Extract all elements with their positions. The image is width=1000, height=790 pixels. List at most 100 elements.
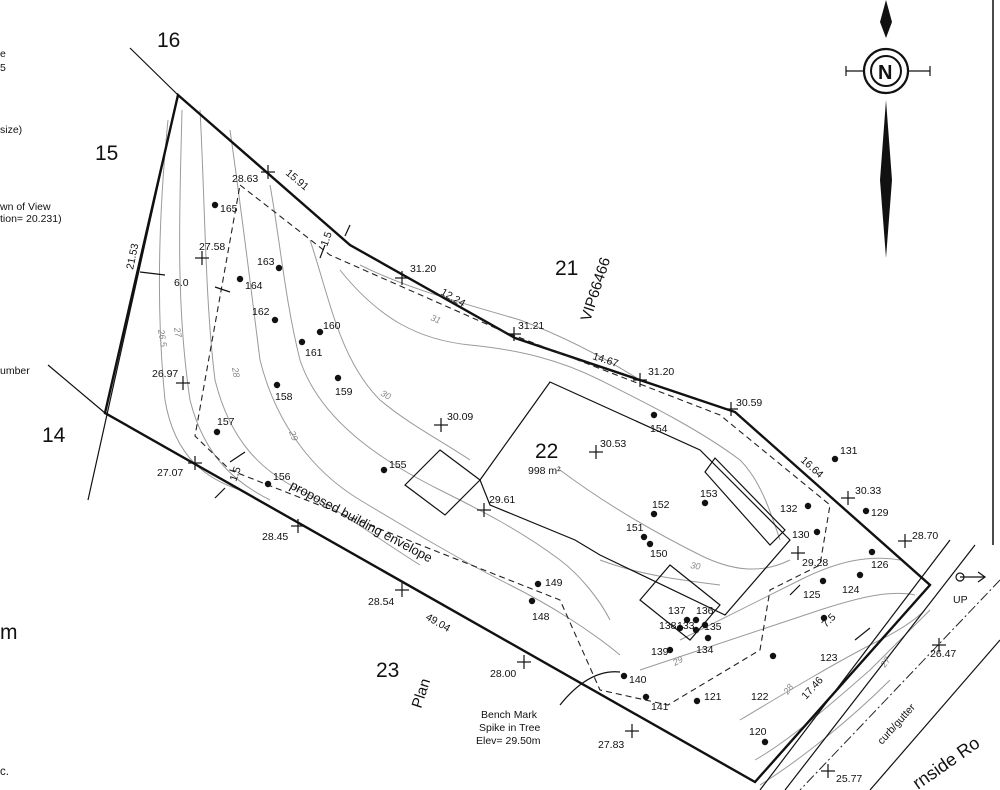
survey-point-dot	[862, 507, 870, 515]
survey-point-label: 159	[335, 386, 353, 398]
survey-point-label: 140	[629, 674, 647, 686]
dimension-marks	[139, 224, 871, 706]
spot-elevation: 25.77	[836, 773, 862, 785]
spot-elevation: 26.47	[930, 648, 956, 660]
north-arrow-lower-icon	[880, 100, 892, 258]
setback-dimension: 1.5	[228, 465, 244, 483]
survey-point-dot	[704, 634, 712, 642]
survey-point-label: 157	[217, 416, 235, 428]
survey-points: 1651641631621611601591581571561551541531…	[211, 201, 889, 746]
spot-elevation: 31.20	[410, 263, 436, 275]
up-label: UP	[953, 594, 968, 606]
legend-fragment: c.	[0, 766, 9, 778]
setback-dimension: 6.0	[174, 277, 189, 289]
survey-point-dot	[692, 616, 700, 624]
survey-point-dot	[868, 548, 876, 556]
spot-elevations: 28.6327.5831.2031.2131.2030.5930.3328.70…	[152, 173, 956, 785]
survey-point-label: 155	[389, 459, 407, 471]
contour-value: 26.5	[156, 328, 169, 349]
survey-point-label: 135	[704, 621, 722, 633]
spot-elevation: 30.33	[855, 485, 881, 497]
lot-number: 14	[42, 424, 66, 447]
spot-elevation-markers	[176, 165, 946, 778]
boundary-dimension: 21.53	[124, 242, 141, 270]
spot-elevation: 30.09	[447, 411, 473, 423]
survey-point-dot	[820, 614, 828, 622]
plan-reference: VIP66466	[578, 255, 615, 323]
boundary-dimension: 12.24	[439, 286, 468, 310]
property-boundary	[47, 47, 932, 784]
survey-point-dot	[642, 693, 650, 701]
plan-word: Plan	[409, 676, 434, 710]
survey-point-label: 134	[696, 644, 714, 656]
north-arrow: N	[845, 0, 931, 258]
survey-point-dot	[646, 540, 654, 548]
legend-fragment: e	[0, 48, 6, 60]
road-edges	[759, 539, 1000, 790]
survey-point-dot	[683, 616, 691, 624]
spot-elevation: 29.28	[802, 557, 828, 569]
survey-point-dot	[275, 264, 283, 272]
survey-point-dot	[856, 571, 864, 579]
survey-point-label: 122	[751, 691, 769, 703]
bench-mark-line: Elev= 29.50m	[476, 735, 541, 747]
boundary-dimension: 49.04	[424, 611, 453, 635]
survey-point-dot	[211, 201, 219, 209]
compass-north-label: N	[878, 62, 892, 84]
contour-value: 29	[670, 654, 685, 668]
survey-point-dot	[813, 528, 821, 536]
spot-elevation: 31.21	[518, 320, 544, 332]
survey-point-label: 162	[252, 306, 270, 318]
spot-elevation: 28.45	[262, 531, 288, 543]
survey-point-dot	[676, 624, 684, 632]
spot-elevation: 28.70	[912, 530, 938, 542]
boundary-dimension: 16.64	[798, 454, 826, 481]
survey-point-dot	[534, 580, 542, 588]
survey-point-dot	[271, 316, 279, 324]
survey-point-dot	[650, 411, 658, 419]
existing-buildings	[404, 381, 791, 641]
survey-point-dot	[528, 597, 536, 605]
survey-point-dot	[334, 374, 342, 382]
survey-point-dot	[298, 338, 306, 346]
survey-point-label: 165	[220, 203, 238, 215]
survey-point-dot	[620, 672, 628, 680]
survey-point-label: 153	[700, 488, 718, 500]
survey-point-label: 124	[842, 584, 860, 596]
survey-point-label: 132	[780, 503, 798, 515]
contour-value: 31	[429, 313, 442, 326]
spot-elevation: 27.83	[598, 739, 624, 751]
spot-elevation: 28.54	[368, 596, 394, 608]
boundary-dimension: 17.46	[799, 674, 826, 702]
survey-point-label: 152	[652, 499, 670, 511]
contour-value: 30	[690, 560, 702, 572]
survey-point-label: 151	[626, 522, 644, 534]
survey-point-dot	[692, 626, 700, 634]
survey-point-label: 130	[792, 529, 810, 541]
survey-point-label: 158	[275, 391, 293, 403]
lot-numbers: 16 15 14 21 23	[42, 29, 578, 682]
legend-fragment: m	[0, 621, 18, 644]
survey-point-label: 141	[651, 701, 669, 713]
survey-point-dot	[769, 652, 777, 660]
spot-elevation: 29.61	[489, 494, 515, 506]
survey-point-label: 136	[696, 605, 714, 617]
survey-point-dot	[213, 428, 221, 436]
survey-point-dot	[316, 328, 324, 336]
survey-point-label: 150	[650, 548, 668, 560]
survey-point-dot	[701, 499, 709, 507]
survey-point-label: 138	[659, 620, 677, 632]
survey-point-label: 160	[323, 320, 341, 332]
survey-point-dot	[236, 275, 244, 283]
road-name: rnside Ro	[909, 733, 984, 790]
survey-point-label: 133	[677, 620, 695, 632]
survey-point-label: 123	[820, 652, 838, 664]
legend-fragment: umber	[0, 365, 30, 377]
lot-number: 23	[376, 659, 399, 682]
survey-point-label: 121	[704, 691, 722, 703]
subject-lot-area: 998 m²	[528, 465, 561, 477]
survey-point-dot	[804, 502, 812, 510]
survey-point-dot	[831, 455, 839, 463]
driveway-up-arrow: UP	[953, 571, 987, 606]
survey-point-label: 161	[305, 347, 323, 359]
